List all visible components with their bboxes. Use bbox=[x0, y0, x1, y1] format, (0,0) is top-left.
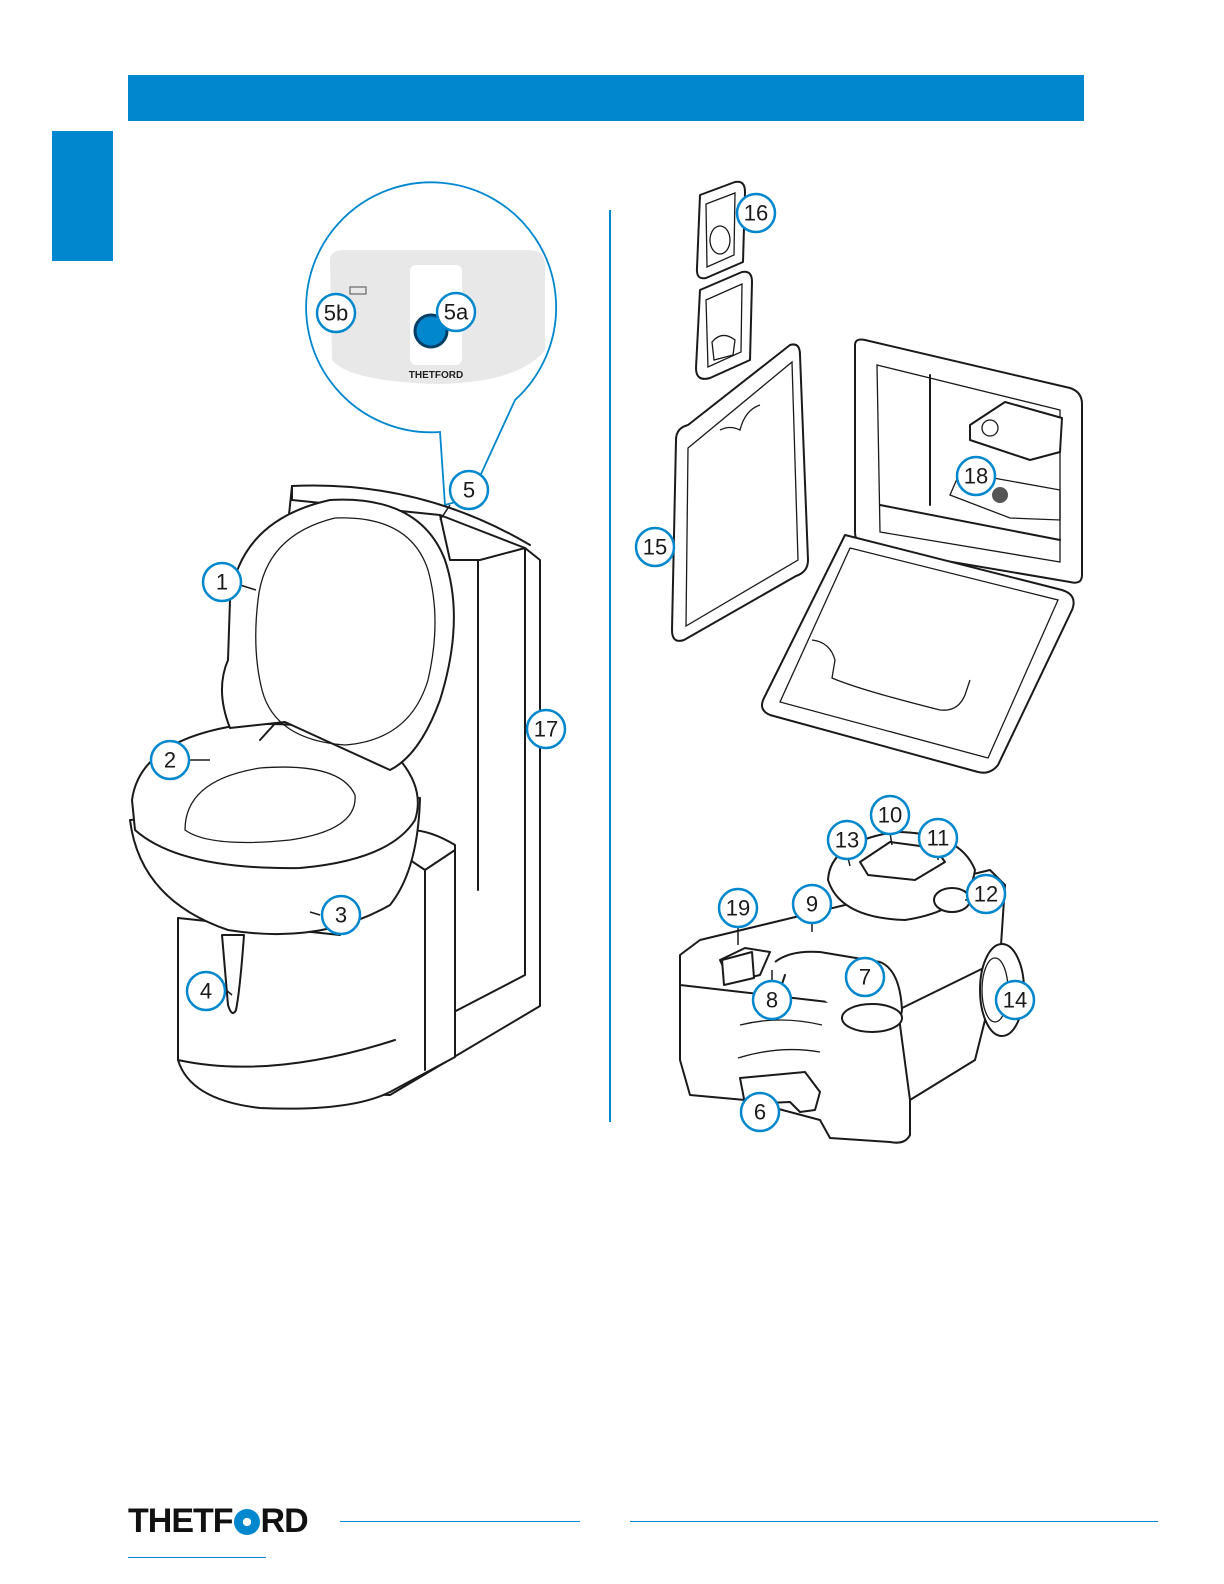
panel-logo: THETFORD bbox=[409, 370, 463, 381]
callout-16: 16 bbox=[737, 194, 775, 232]
callout-14: 14 bbox=[996, 981, 1034, 1019]
toilet-illustration bbox=[130, 485, 540, 1108]
magnifier-bubble: THETFORD bbox=[306, 182, 556, 505]
svg-text:18: 18 bbox=[964, 464, 988, 489]
callout-9: 9 bbox=[793, 885, 831, 923]
service-door-illustration bbox=[672, 182, 1082, 773]
callout-7: 7 bbox=[846, 958, 884, 996]
callout-8: 8 bbox=[753, 981, 791, 1019]
svg-text:6: 6 bbox=[754, 1100, 766, 1125]
svg-text:17: 17 bbox=[534, 717, 558, 742]
callout-15: 15 bbox=[636, 528, 674, 566]
svg-text:8: 8 bbox=[766, 988, 778, 1013]
footer-underline bbox=[128, 1557, 266, 1558]
callout-1: 1 bbox=[203, 563, 241, 601]
svg-text:16: 16 bbox=[744, 201, 768, 226]
callout-5b: 5b bbox=[317, 294, 355, 332]
footer-line-right bbox=[630, 1521, 1158, 1522]
svg-text:13: 13 bbox=[835, 828, 859, 853]
sun-icon bbox=[234, 1509, 260, 1535]
svg-text:12: 12 bbox=[974, 882, 998, 907]
callout-10: 10 bbox=[871, 796, 909, 834]
callout-11: 11 bbox=[919, 819, 957, 857]
callout-2: 2 bbox=[151, 741, 189, 779]
footer-logo: THETF RD bbox=[128, 1504, 308, 1538]
callout-4: 4 bbox=[187, 972, 225, 1010]
callout-5: 5 bbox=[450, 471, 488, 509]
callout-5a: 5a bbox=[437, 293, 475, 331]
svg-text:11: 11 bbox=[927, 826, 950, 851]
svg-text:15: 15 bbox=[643, 535, 667, 560]
svg-text:5a: 5a bbox=[444, 300, 469, 325]
callout-17: 17 bbox=[527, 710, 565, 748]
svg-text:7: 7 bbox=[859, 965, 871, 990]
callout-13: 13 bbox=[828, 821, 866, 859]
logo-text-left: THETF bbox=[128, 1502, 233, 1540]
svg-text:5: 5 bbox=[463, 478, 475, 503]
svg-text:9: 9 bbox=[806, 892, 818, 917]
callout-18: 18 bbox=[957, 457, 995, 495]
callout-6: 6 bbox=[741, 1093, 779, 1131]
svg-text:10: 10 bbox=[878, 803, 902, 828]
svg-text:14: 14 bbox=[1003, 988, 1027, 1013]
logo-text-right: RD bbox=[261, 1502, 308, 1540]
svg-text:4: 4 bbox=[200, 979, 212, 1004]
callout-19: 19 bbox=[719, 889, 757, 927]
callout-12: 12 bbox=[967, 875, 1005, 913]
footer-line-left bbox=[340, 1521, 580, 1522]
svg-text:3: 3 bbox=[335, 903, 347, 928]
svg-text:5b: 5b bbox=[324, 301, 348, 326]
svg-text:2: 2 bbox=[164, 748, 176, 773]
svg-text:1: 1 bbox=[216, 570, 228, 595]
callout-3: 3 bbox=[322, 896, 360, 934]
svg-text:19: 19 bbox=[726, 896, 750, 921]
